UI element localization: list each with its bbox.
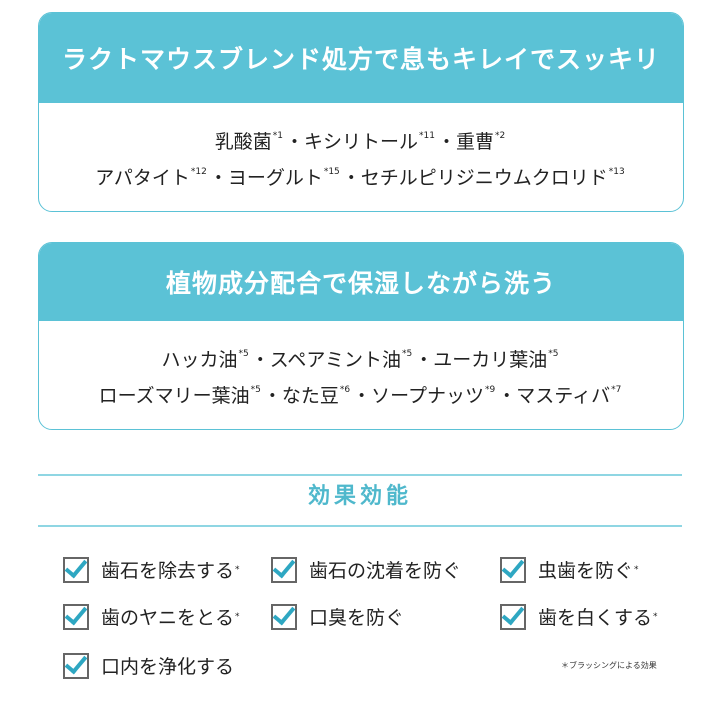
effect-label: 虫歯を防ぐ xyxy=(538,560,634,582)
footnote-mark: *12 xyxy=(190,167,207,177)
ingredient-line-1: 乳酸菌*1・キシリトール*11・重曹*2 xyxy=(215,121,507,157)
ingredient: ハッカ油 xyxy=(161,349,238,371)
effects-title: 効果効能 xyxy=(307,484,412,509)
effect-mark: * xyxy=(235,564,240,575)
effect-item: 口臭を防ぐ xyxy=(271,603,407,630)
ingredient: ・マスティバ xyxy=(497,385,611,407)
checkmark-icon xyxy=(271,603,297,630)
effect-item: 歯を白くする* xyxy=(500,603,660,630)
ingredient: ・セチルピリジニウムクロリド xyxy=(341,167,608,189)
effect-item: 口内を浄化する xyxy=(63,652,237,679)
checkmark-icon xyxy=(500,556,526,583)
formula-card-title: ラクトマウスブレンド処方で息もキレイでスッキリ xyxy=(39,13,683,103)
ingredient: 乳酸菌 xyxy=(214,131,272,153)
botanical-card-title: 植物成分配合で保湿しながら洗う xyxy=(39,243,683,321)
ingredient-line-2: ローズマリー葉油*5・なた豆*6・ソープナッツ*9・マスティバ*7 xyxy=(99,375,624,411)
ingredient: ・重曹 xyxy=(436,131,494,153)
footnote-mark: *2 xyxy=(495,131,506,141)
effect-mark: * xyxy=(634,564,639,575)
ingredient-line-2: アパタイト*12・ヨーグルト*15・セチルピリジニウムクロリド*13 xyxy=(95,157,627,193)
footnote-mark: *6 xyxy=(339,385,351,395)
footnote-mark: *11 xyxy=(419,131,435,141)
effect-label: 歯石の沈着を防ぐ xyxy=(309,560,462,582)
footnote-mark: *5 xyxy=(548,349,559,359)
effect-item: 歯のヤニをとる* xyxy=(63,603,242,630)
ingredient: ・ユーカリ葉油 xyxy=(414,349,548,371)
footnote-mark: *5 xyxy=(402,349,413,359)
footnote-mark: *9 xyxy=(485,385,496,395)
ingredient: アパタイト xyxy=(95,167,190,189)
effect-label: 歯を白くする xyxy=(538,607,653,629)
footnote-mark: *5 xyxy=(238,349,249,359)
effect-item: 歯石を除去する* xyxy=(63,556,242,583)
footnote-mark: *1 xyxy=(272,131,284,141)
footnote-mark: *13 xyxy=(608,167,625,177)
checkmark-icon xyxy=(500,603,526,630)
ingredient: ・ソープナッツ xyxy=(352,385,485,407)
footnote-mark: *5 xyxy=(250,385,261,395)
effect-item: 虫歯を防ぐ* xyxy=(500,556,641,583)
ingredient: ・キシリトール xyxy=(285,131,419,153)
divider-top xyxy=(38,474,682,476)
brushing-note: ＊ブラッシングによる効果 xyxy=(561,661,657,670)
checkmark-icon xyxy=(63,652,89,679)
effect-label: 口内を浄化する xyxy=(101,656,235,678)
botanical-ingredients: ハッカ油*5・スペアミント油*5・ユーカリ葉油*5 ローズマリー葉油*5・なた豆… xyxy=(39,321,683,429)
footnote-mark: *7 xyxy=(611,385,622,395)
effect-label: 歯石を除去する xyxy=(101,560,235,582)
ingredient: ・ヨーグルト xyxy=(208,167,323,189)
divider-bottom xyxy=(38,525,682,527)
ingredient-line-1: ハッカ油*5・スペアミント油*5・ユーカリ葉油*5 xyxy=(161,339,560,375)
effect-label: 歯のヤニをとる xyxy=(101,607,235,629)
checkmark-icon xyxy=(63,556,89,583)
ingredient: ・スペアミント油 xyxy=(250,349,402,371)
checkmark-icon xyxy=(271,556,297,583)
effect-item: 歯石の沈着を防ぐ xyxy=(271,556,464,583)
ingredient: ・なた豆 xyxy=(262,385,339,407)
formula-ingredients: 乳酸菌*1・キシリトール*11・重曹*2 アパタイト*12・ヨーグルト*15・セ… xyxy=(39,103,683,211)
effect-label: 口臭を防ぐ xyxy=(309,607,405,629)
effect-mark: * xyxy=(235,611,240,622)
formula-card: ラクトマウスブレンド処方で息もキレイでスッキリ 乳酸菌*1・キシリトール*11・… xyxy=(38,12,684,212)
footnote-mark: *15 xyxy=(323,167,340,177)
checkmark-icon xyxy=(63,603,89,630)
botanical-card: 植物成分配合で保湿しながら洗う ハッカ油*5・スペアミント油*5・ユーカリ葉油*… xyxy=(38,242,684,430)
ingredient: ローズマリー葉油 xyxy=(98,385,250,407)
effect-mark: * xyxy=(653,611,658,622)
